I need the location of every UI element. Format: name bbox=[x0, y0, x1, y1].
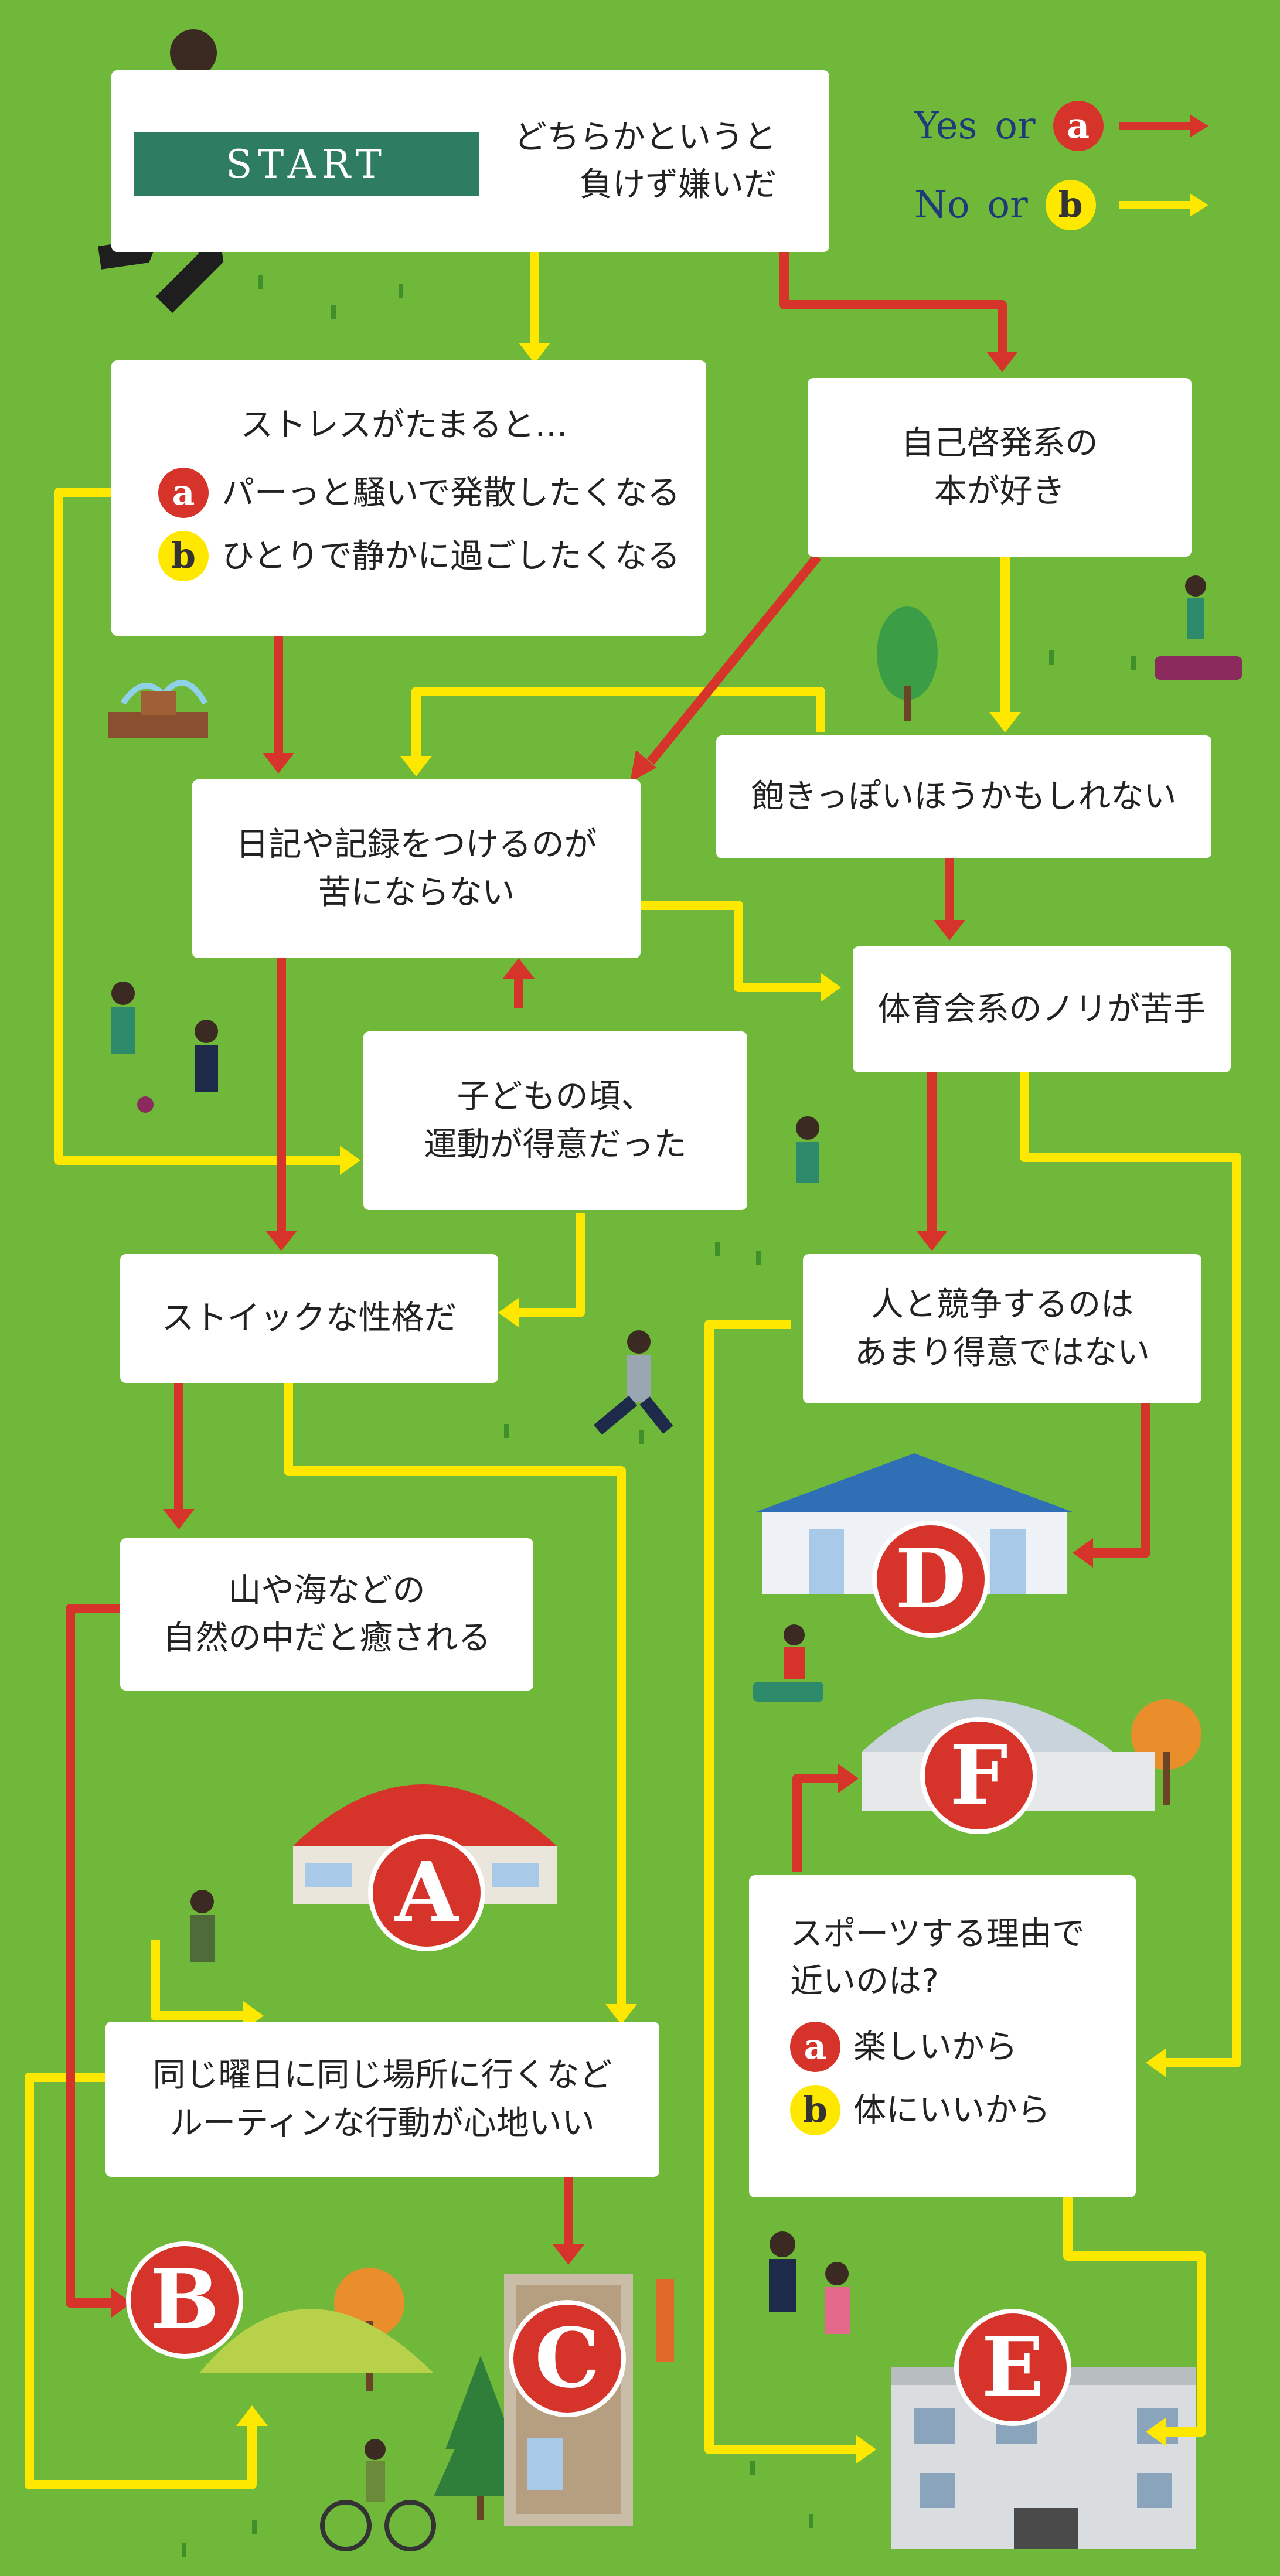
jumping-person-illustration bbox=[753, 1624, 823, 1702]
stress-question-box: ストレスがたまると… a パーっと騒いで発散したくなる b ひとりで静かに過ごし… bbox=[111, 360, 706, 636]
option-badge-a: a bbox=[790, 2022, 840, 2073]
jogger-illustration bbox=[796, 1116, 819, 1183]
result-badge-F: F bbox=[920, 1717, 1037, 1834]
start-question-line-1: どちらかというと bbox=[514, 118, 777, 156]
routine-line-1: 同じ曜日に同じ場所に行くなど bbox=[152, 2056, 612, 2095]
nature-question-box: 山や海などの 自然の中だと癒される bbox=[120, 1538, 533, 1691]
cyclist-illustration bbox=[320, 2439, 436, 2551]
stress-option-a-text: パーっと騒いで発散したくなる bbox=[222, 473, 680, 512]
stress-question-title: ストレスがたまると… bbox=[240, 406, 568, 444]
nature-line-2: 自然の中だと癒される bbox=[162, 1619, 491, 1657]
yoga-person-illustration bbox=[1155, 575, 1242, 680]
tree-illustration bbox=[877, 606, 938, 721]
stress-option-a: a パーっと騒いで発散したくなる bbox=[158, 468, 680, 519]
routine-line-2: ルーティンな行動が心地いい bbox=[170, 2104, 595, 2142]
bored-question-box: 飽きっぽいほうかもしれない bbox=[716, 735, 1211, 858]
bored-line-1: 飽きっぽいほうかもしれない bbox=[751, 778, 1177, 816]
taiikukai-line-1: 体育会系のノリが苦手 bbox=[877, 990, 1206, 1028]
option-badge-a: a bbox=[158, 468, 209, 519]
diary-line-2: 苦にならない bbox=[318, 873, 515, 912]
reason-question-box: スポーツする理由で 近いのは? a 楽しいから b 体にいいから bbox=[749, 1875, 1136, 2197]
legend-yes-or: or bbox=[995, 104, 1036, 148]
reason-option-b: b 体にいいから bbox=[790, 2085, 1050, 2136]
marathon-runners-illustration bbox=[769, 2231, 850, 2334]
childhood-line-1: 子どもの頃、 bbox=[457, 1078, 654, 1116]
reason-title-line-1: スポーツする理由で bbox=[790, 1915, 1085, 1953]
no-arrows bbox=[25, 252, 1241, 2489]
diary-line-1: 日記や記録をつけるのが bbox=[236, 826, 597, 864]
taiikukai-question-box: 体育会系のノリが苦手 bbox=[853, 946, 1231, 1072]
result-badge-E: E bbox=[954, 2309, 1071, 2426]
option-badge-b: b bbox=[158, 531, 209, 582]
result-badge-B: B bbox=[126, 2241, 243, 2359]
yes-arrowheads bbox=[111, 352, 1093, 2318]
stretching-person-illustration bbox=[593, 1330, 673, 1435]
start-question-line-2: 負けず嫌いだ bbox=[580, 166, 777, 204]
compete-question-box: 人と競争するのは あまり得意ではない bbox=[803, 1254, 1201, 1403]
diary-question-box: 日記や記録をつけるのが 苦にならない bbox=[192, 779, 641, 958]
reason-option-a-text: 楽しいから bbox=[853, 2028, 1017, 2066]
start-label: START bbox=[134, 132, 479, 196]
childhood-question-box: 子どもの頃、 運動が得意だった bbox=[363, 1031, 747, 1210]
result-badge-D: D bbox=[872, 1521, 989, 1638]
stoic-question-box: ストイックな性格だ bbox=[120, 1254, 498, 1383]
no-arrowheads bbox=[236, 343, 1166, 2464]
fountain-illustration bbox=[108, 680, 208, 738]
childhood-line-2: 運動が得意だった bbox=[424, 1125, 687, 1164]
self-help-question-box: 自己啓発系の 本が好き bbox=[808, 378, 1192, 557]
legend-yes-word: Yes bbox=[914, 104, 978, 148]
reason-title-line-2: 近いのは? bbox=[790, 1962, 939, 2001]
compete-line-1: 人と競争するのは bbox=[871, 1286, 1133, 1324]
stress-option-b: b ひとりで静かに過ごしたくなる bbox=[158, 531, 680, 582]
stoic-line-1: ストイックな性格だ bbox=[161, 1299, 457, 1338]
school-building-E bbox=[891, 2367, 1196, 2549]
legend-badge-b: b bbox=[1045, 180, 1096, 230]
legend-no-word: No bbox=[914, 183, 970, 227]
walking-person-illustration bbox=[190, 1890, 215, 1962]
legend-no: No or b bbox=[914, 180, 1109, 230]
soccer-players-illustration bbox=[111, 982, 218, 1113]
result-badge-A: A bbox=[368, 1834, 485, 1951]
reason-option-b-text: 体にいいから bbox=[853, 2091, 1050, 2129]
legend-no-or: or bbox=[987, 183, 1028, 227]
legend-arrows bbox=[1119, 114, 1208, 217]
compete-line-2: あまり得意ではない bbox=[855, 1333, 1150, 1372]
routine-question-box: 同じ曜日に同じ場所に行くなど ルーティンな行動が心地いい bbox=[105, 2022, 659, 2177]
self-help-line-2: 本が好き bbox=[934, 472, 1065, 510]
self-help-line-1: 自己啓発系の bbox=[901, 424, 1098, 463]
nature-line-1: 山や海などの bbox=[228, 1571, 425, 1610]
stress-option-b-text: ひとりで静かに過ごしたくなる bbox=[222, 537, 680, 575]
yes-arrows bbox=[66, 252, 1150, 2308]
option-badge-b: b bbox=[790, 2085, 840, 2136]
legend-yes: Yes or a bbox=[914, 101, 1116, 151]
reason-option-a: a 楽しいから bbox=[790, 2022, 1017, 2073]
legend-badge-a: a bbox=[1053, 101, 1104, 151]
hill-illustration bbox=[199, 2309, 434, 2373]
result-badge-C: C bbox=[509, 2300, 626, 2417]
